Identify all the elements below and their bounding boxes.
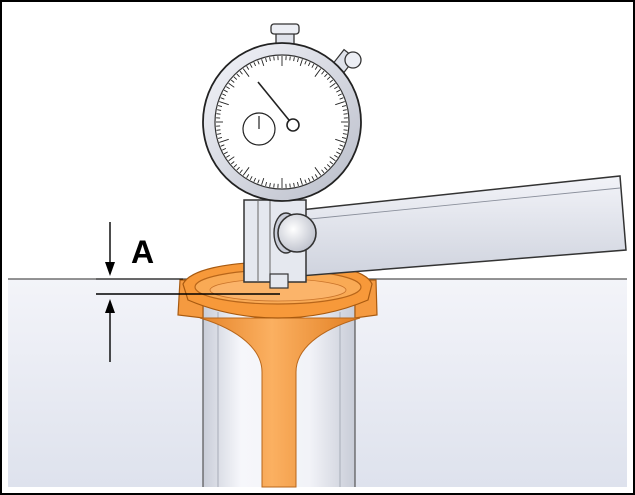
dial-tick <box>265 181 268 187</box>
dial-tick <box>230 79 235 83</box>
dial-tick <box>230 161 235 165</box>
dial-ticks <box>216 56 348 188</box>
dial-tick <box>269 182 271 187</box>
dial-tick <box>216 129 221 131</box>
dial-tick <box>257 60 260 65</box>
dial-tick <box>265 57 268 63</box>
dial-tick <box>273 56 275 61</box>
dial-tick <box>222 93 227 97</box>
dial-tick <box>249 63 253 68</box>
dial-tick <box>324 166 328 171</box>
dial-tick <box>342 109 347 111</box>
dial-tick <box>239 70 243 75</box>
dial-tick <box>257 179 260 184</box>
dial-tick <box>217 109 222 111</box>
dial-tick <box>311 176 315 181</box>
dial-tick <box>228 82 235 88</box>
dial-tick <box>307 62 311 67</box>
dial-tick <box>261 177 265 185</box>
dial-tick <box>223 151 228 155</box>
dial-tick <box>249 176 253 181</box>
dial-tick <box>343 113 348 115</box>
dimension-marker <box>105 222 115 362</box>
dial-tick <box>273 183 275 188</box>
dial-tick <box>222 147 227 151</box>
dial-tick <box>269 57 271 62</box>
dial-tick <box>341 105 347 108</box>
dial-indicator <box>202 42 362 202</box>
dial-tick <box>253 62 257 67</box>
dial-tick <box>233 164 238 168</box>
dial-tick <box>293 182 295 187</box>
dial-top-stem <box>270 23 300 47</box>
dial-tick <box>321 169 325 174</box>
dial-tick <box>336 151 341 155</box>
dial-tick <box>226 154 230 158</box>
dial-tick <box>236 73 240 78</box>
dial-tick <box>329 79 334 83</box>
dial-tick <box>321 70 325 75</box>
dial-tick <box>314 167 322 176</box>
dial-tick <box>242 167 250 176</box>
dial-tick <box>314 66 318 70</box>
clamp-knob[interactable] <box>273 212 317 254</box>
dial-tick <box>343 129 348 131</box>
dial-tick <box>217 133 222 135</box>
dial-tick <box>223 89 228 93</box>
dial-tick <box>314 68 322 77</box>
dial-tick <box>336 89 341 93</box>
dial-tick <box>339 144 344 147</box>
dial-tick <box>253 177 257 182</box>
dial-tick <box>335 101 345 106</box>
dial-tick <box>329 156 336 162</box>
dial-tick <box>324 73 328 78</box>
dial-tick <box>334 86 338 90</box>
dial-tick <box>304 60 307 65</box>
dial-tick <box>337 147 342 151</box>
dial-tick <box>226 86 230 90</box>
dial-tick <box>329 161 334 165</box>
dial-tick <box>233 76 238 80</box>
dial-tick <box>246 66 250 70</box>
dial-tick <box>326 164 331 168</box>
dial-tick <box>307 177 311 182</box>
dial-tick <box>341 136 347 139</box>
dial-tick <box>220 144 225 147</box>
dial-tick <box>216 113 221 115</box>
dial-tick <box>219 101 229 106</box>
dial-tick <box>334 154 338 158</box>
dial-tick <box>314 174 318 178</box>
dial-tick <box>299 177 303 185</box>
dial-tick <box>326 76 331 80</box>
dial-needle <box>257 81 294 126</box>
dial-tick <box>261 59 265 67</box>
dial-tick <box>311 63 315 68</box>
valve-stem <box>199 317 361 488</box>
dial-tick <box>246 174 250 178</box>
dial-tick <box>236 166 240 171</box>
dial-tick <box>217 105 223 108</box>
dial-hub <box>286 118 300 132</box>
dial-tick <box>219 138 229 143</box>
dial-tick <box>293 57 295 62</box>
dial-tick <box>299 59 303 67</box>
dial-tick <box>335 138 345 143</box>
dial-tick <box>342 133 347 135</box>
dial-tick <box>220 97 225 100</box>
dial-tick <box>289 183 291 188</box>
dial-tick <box>304 179 307 184</box>
dial-tick <box>217 136 223 139</box>
dial-tick <box>296 57 299 63</box>
dial-tick <box>337 93 342 97</box>
dial-tick <box>289 56 291 61</box>
dial-tick <box>228 156 235 162</box>
dial-tick <box>329 82 336 88</box>
dimension-label: A <box>131 234 154 270</box>
dial-tick <box>339 97 344 100</box>
dial-tick <box>296 181 299 187</box>
dial-tick <box>242 68 250 77</box>
dial-tick <box>239 169 243 174</box>
